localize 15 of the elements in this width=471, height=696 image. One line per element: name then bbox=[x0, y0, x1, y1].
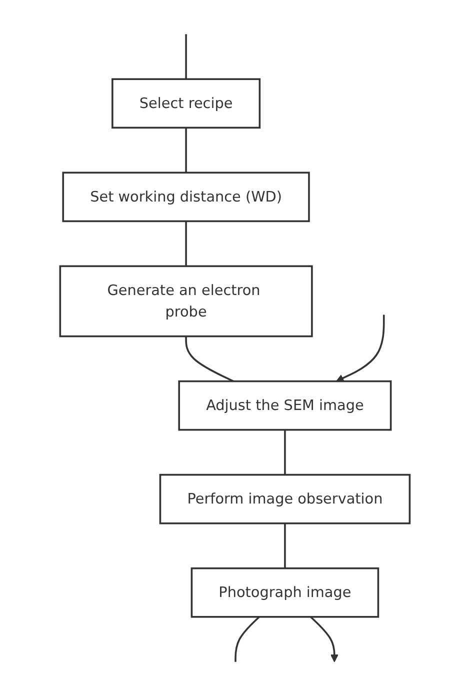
node-box: Photograph image bbox=[190, 567, 380, 618]
connector bbox=[185, 221, 187, 266]
arrow bbox=[310, 616, 338, 662]
node-box: Perform image observation bbox=[159, 474, 411, 524]
connector bbox=[185, 34, 187, 80]
node-box: Select recipe bbox=[112, 78, 261, 129]
node-box: Set working distance (WD) bbox=[62, 172, 310, 222]
arrow bbox=[336, 314, 385, 382]
node-box: Adjust the SEM image bbox=[178, 380, 392, 431]
node-box: Generate an electron probe bbox=[59, 265, 313, 338]
connector bbox=[234, 616, 260, 662]
connector bbox=[185, 336, 234, 382]
connector bbox=[284, 430, 286, 475]
connector bbox=[284, 523, 286, 568]
connector bbox=[185, 128, 187, 173]
